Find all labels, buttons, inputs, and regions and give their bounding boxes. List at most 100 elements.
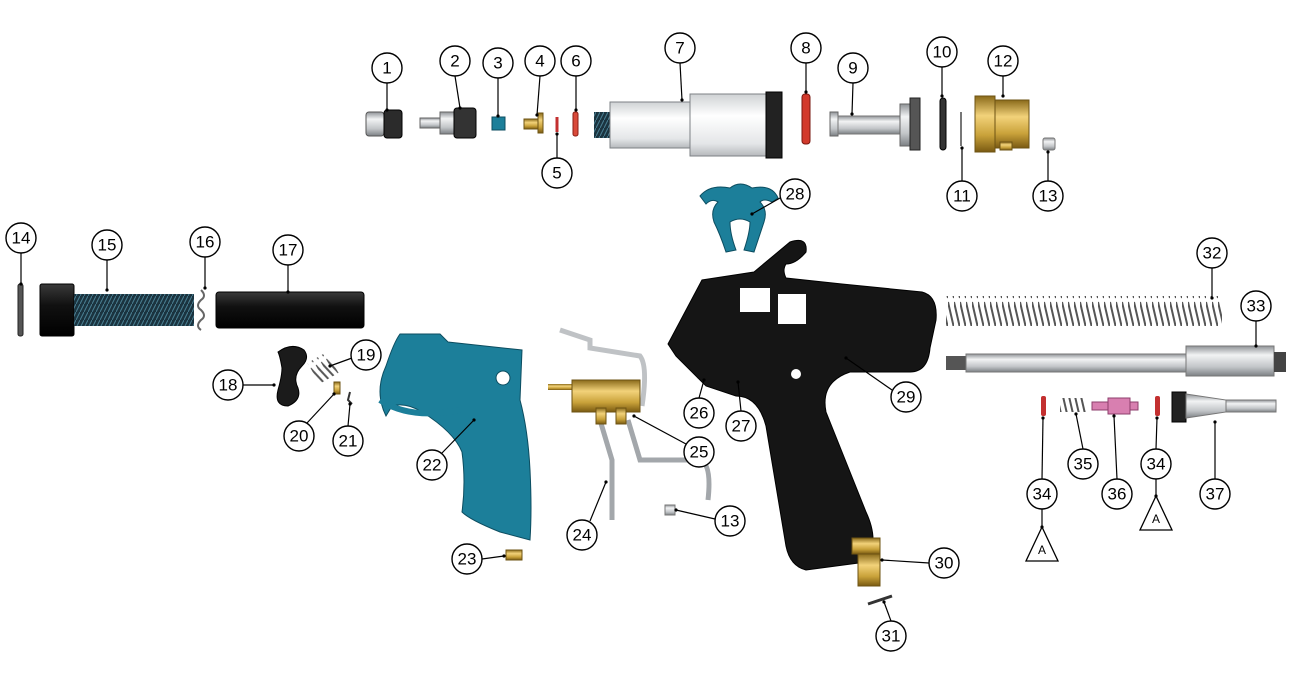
leader-arrowhead xyxy=(535,113,539,117)
leader-arrowhead xyxy=(203,286,207,290)
leader-line xyxy=(347,403,351,427)
svg-text:25: 25 xyxy=(690,443,709,462)
leader-line xyxy=(1075,413,1084,450)
svg-text:A: A xyxy=(1152,512,1160,526)
leader-line xyxy=(675,509,716,520)
callout: 29 xyxy=(890,381,922,413)
part-12-housing xyxy=(974,95,1030,153)
part-7-mixing-chamber xyxy=(594,91,783,159)
svg-text:33: 33 xyxy=(1247,297,1266,316)
svg-text:24: 24 xyxy=(573,526,592,545)
leader-line xyxy=(306,393,335,424)
reference-marker-a-right: A xyxy=(1138,494,1174,531)
leader-arrowhead xyxy=(1213,420,1217,424)
leader-arrowhead xyxy=(750,212,754,216)
leader-line xyxy=(679,62,683,101)
part-23-fitting xyxy=(505,549,523,561)
leader-line xyxy=(481,555,505,560)
part-10-washer xyxy=(939,97,947,151)
svg-text:9: 9 xyxy=(848,59,857,78)
leader-arrowhead xyxy=(1112,414,1116,418)
leader-arrowhead xyxy=(19,282,23,286)
callout: 17 xyxy=(272,234,304,266)
part-1-nozzle-tip xyxy=(365,109,403,139)
leader-arrowhead xyxy=(632,414,636,418)
callout: 1 xyxy=(371,52,403,84)
leader-line xyxy=(536,75,541,116)
leader-arrowhead xyxy=(736,380,740,384)
leader-line xyxy=(737,381,742,412)
leader-arrowhead xyxy=(850,112,854,116)
leader-arrowhead xyxy=(105,288,109,292)
callout: 12 xyxy=(987,45,1019,77)
svg-text:13: 13 xyxy=(1039,187,1058,206)
callout: 34 xyxy=(1140,448,1172,480)
part-9-valve-shaft xyxy=(829,97,921,151)
part-34-oring-right xyxy=(1155,396,1160,416)
callout: 26 xyxy=(683,397,715,429)
part-13-cap xyxy=(1042,137,1056,151)
leader-arrowhead xyxy=(574,108,578,112)
svg-text:14: 14 xyxy=(12,229,31,248)
leader-arrowhead xyxy=(680,98,684,102)
callout: 20 xyxy=(283,420,315,452)
leader-arrowhead xyxy=(458,106,462,110)
svg-text:22: 22 xyxy=(423,456,442,475)
svg-text:18: 18 xyxy=(219,376,238,395)
part-18-trigger xyxy=(276,346,308,407)
leader-arrowhead xyxy=(702,378,706,382)
part-2-air-cap xyxy=(419,107,477,139)
part-19-spring xyxy=(307,352,339,384)
callout: 34 xyxy=(1026,478,1058,510)
svg-text:17: 17 xyxy=(279,241,298,260)
part-14-oring xyxy=(17,283,24,337)
svg-text:11: 11 xyxy=(953,187,971,206)
callout: 36 xyxy=(1101,478,1133,510)
svg-text:8: 8 xyxy=(801,39,810,58)
leader-arrowhead xyxy=(1254,344,1258,348)
part-15-screw xyxy=(39,283,194,337)
part-35-spring xyxy=(1060,398,1086,412)
leader-arrowhead xyxy=(1155,416,1159,420)
leader-line xyxy=(881,559,930,564)
svg-text:30: 30 xyxy=(935,554,954,573)
callout: 19 xyxy=(350,339,382,371)
callout: 35 xyxy=(1067,448,1099,480)
leader-line xyxy=(589,481,607,522)
leader-line xyxy=(441,419,475,454)
leader-arrowhead xyxy=(1001,94,1005,98)
part-28-retaining-clip xyxy=(699,183,779,253)
leader-arrowhead xyxy=(882,600,886,604)
part-8-oring xyxy=(801,93,811,145)
leader-line xyxy=(1113,415,1118,480)
callout: 4 xyxy=(524,45,556,77)
svg-text:31: 31 xyxy=(882,627,901,646)
callout: 28 xyxy=(779,178,811,210)
part-6-oring xyxy=(572,111,579,137)
svg-text:37: 37 xyxy=(1206,485,1225,504)
callout: 27 xyxy=(725,410,757,442)
callout: 18 xyxy=(212,369,244,401)
part-17-grip-sleeve xyxy=(215,291,365,329)
leader-arrowhead xyxy=(332,392,336,396)
svg-text:20: 20 xyxy=(290,427,309,446)
callout: 21 xyxy=(332,425,364,457)
leader-arrowhead xyxy=(880,558,884,562)
callout: 24 xyxy=(566,519,598,551)
part-21-clip xyxy=(346,391,353,405)
part-16-seal xyxy=(197,289,205,331)
part-37-hose-barb xyxy=(1171,391,1277,423)
svg-text:3: 3 xyxy=(493,54,502,73)
svg-text:28: 28 xyxy=(786,185,805,204)
leader-line xyxy=(751,197,781,215)
svg-text:10: 10 xyxy=(933,43,952,62)
leader-arrowhead xyxy=(385,108,389,112)
svg-text:21: 21 xyxy=(339,432,358,451)
svg-text:13: 13 xyxy=(721,512,740,531)
callout: 13 xyxy=(1032,180,1064,212)
callout: 16 xyxy=(189,226,221,258)
callout: 23 xyxy=(451,543,483,575)
svg-text:16: 16 xyxy=(196,233,215,252)
leader-arrowhead xyxy=(286,290,290,294)
